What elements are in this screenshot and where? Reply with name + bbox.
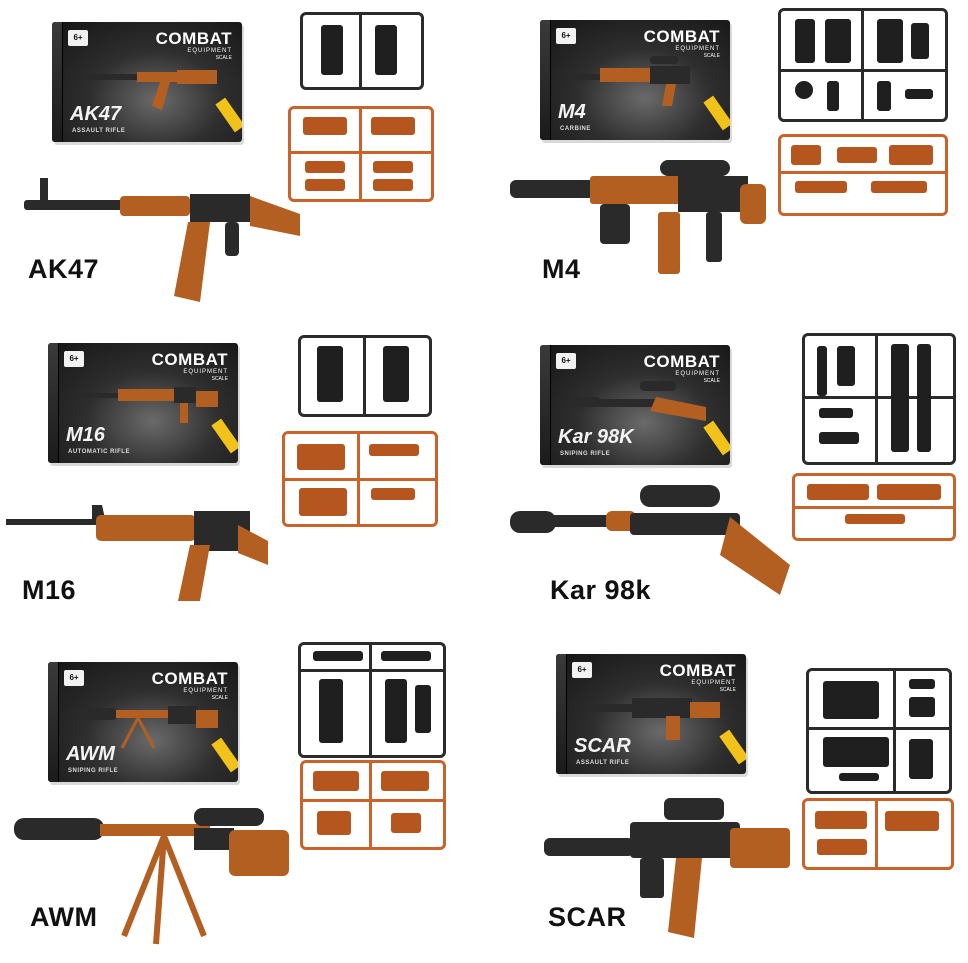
box-brand: COMBAT EQUIPMENT SCALE xyxy=(643,27,720,59)
scar-model-image xyxy=(544,798,790,938)
black-sprue xyxy=(778,8,948,122)
box-brand: COMBAT EQUIPMENT SCALE xyxy=(659,661,736,693)
product-label: Kar 98k xyxy=(550,575,652,605)
black-sprue xyxy=(802,333,956,465)
product-ak47: 6+ COMBAT EQUIPMENT SCALE AK47 ASSAULT R… xyxy=(0,0,484,321)
box-model: M4 xyxy=(558,101,586,123)
black-sprue xyxy=(298,642,446,758)
box-brand: COMBAT EQUIPMENT SCALE xyxy=(643,352,720,384)
box-subtitle: SNIPING RIFLE xyxy=(68,768,119,774)
box-subtitle: SNIPING RIFLE xyxy=(560,451,611,457)
age-badge: 6+ xyxy=(556,28,576,44)
product-label: AWM xyxy=(30,902,98,932)
box-model: AK47 xyxy=(70,103,122,125)
product-box: 6+ COMBAT EQUIPMENT SCALE Kar 98K SNIPIN… xyxy=(540,345,730,465)
product-box: 6+ COMBAT EQUIPMENT SCALE M4 CARBINE xyxy=(540,20,730,140)
product-label: AK47 xyxy=(28,254,100,284)
product-label: SCAR xyxy=(548,902,627,932)
box-model: Kar 98K xyxy=(558,426,634,448)
orange-sprue xyxy=(300,760,446,850)
product-box: 6+ COMBAT EQUIPMENT SCALE SCAR ASSAULT R… xyxy=(556,654,746,774)
box-gun-image xyxy=(570,381,706,421)
m16-model-image xyxy=(6,505,268,601)
product-box: 6+ COMBAT EQUIPMENT SCALE AWM SNIPING RI… xyxy=(48,662,238,782)
orange-sprue xyxy=(792,473,956,541)
age-badge: 6+ xyxy=(556,353,576,369)
box-subtitle: ASSAULT RIFLE xyxy=(72,128,126,134)
box-subtitle: AUTOMATIC RIFLE xyxy=(68,449,130,455)
m4-model-image xyxy=(510,160,766,274)
box-brand: COMBAT EQUIPMENT SCALE xyxy=(151,350,228,382)
box-gun-image xyxy=(586,698,720,740)
box-gun-image xyxy=(570,56,690,106)
product-box: 6+ COMBAT EQUIPMENT SCALE AK47 ASSAULT R… xyxy=(52,22,242,142)
product-label: M16 xyxy=(22,575,77,605)
black-sprue xyxy=(806,668,952,794)
orange-sprue xyxy=(778,134,948,216)
awm-model-image xyxy=(14,808,289,945)
box-gun-image xyxy=(78,706,218,749)
kar98k-model-image xyxy=(510,485,790,595)
ak47-model-image xyxy=(24,178,300,302)
age-badge: 6+ xyxy=(64,670,84,686)
box-model: SCAR xyxy=(574,735,631,757)
box-gun-image xyxy=(82,70,217,110)
box-subtitle: CARBINE xyxy=(560,126,591,132)
black-sprue xyxy=(298,335,432,417)
box-brand: COMBAT EQUIPMENT SCALE xyxy=(155,29,232,61)
box-gun-image xyxy=(78,387,218,423)
product-label: M4 xyxy=(542,254,581,284)
product-box: 6+ COMBAT EQUIPMENT SCALE M16 AUTOMATIC … xyxy=(48,343,238,463)
box-model: AWM xyxy=(66,743,115,765)
box-subtitle: ASSAULT RIFLE xyxy=(576,760,630,766)
product-kar98k: 6+ COMBAT EQUIPMENT SCALE Kar 98K SNIPIN… xyxy=(484,321,968,642)
age-badge: 6+ xyxy=(64,351,84,367)
product-scar: 6+ COMBAT EQUIPMENT SCALE SCAR ASSAULT R… xyxy=(484,642,968,963)
age-badge: 6+ xyxy=(572,662,592,678)
orange-sprue xyxy=(288,106,434,202)
orange-sprue xyxy=(282,431,438,527)
black-sprue xyxy=(300,12,424,90)
product-awm: 6+ COMBAT EQUIPMENT SCALE AWM SNIPING RI… xyxy=(0,642,484,963)
box-brand: COMBAT EQUIPMENT SCALE xyxy=(151,669,228,701)
product-m16: 6+ COMBAT EQUIPMENT SCALE M16 AUTOMATIC … xyxy=(0,321,484,642)
age-badge: 6+ xyxy=(68,30,88,46)
product-m4: 6+ COMBAT EQUIPMENT SCALE M4 CARBINE xyxy=(484,0,968,321)
box-model: M16 xyxy=(66,424,105,446)
orange-sprue xyxy=(802,798,954,870)
